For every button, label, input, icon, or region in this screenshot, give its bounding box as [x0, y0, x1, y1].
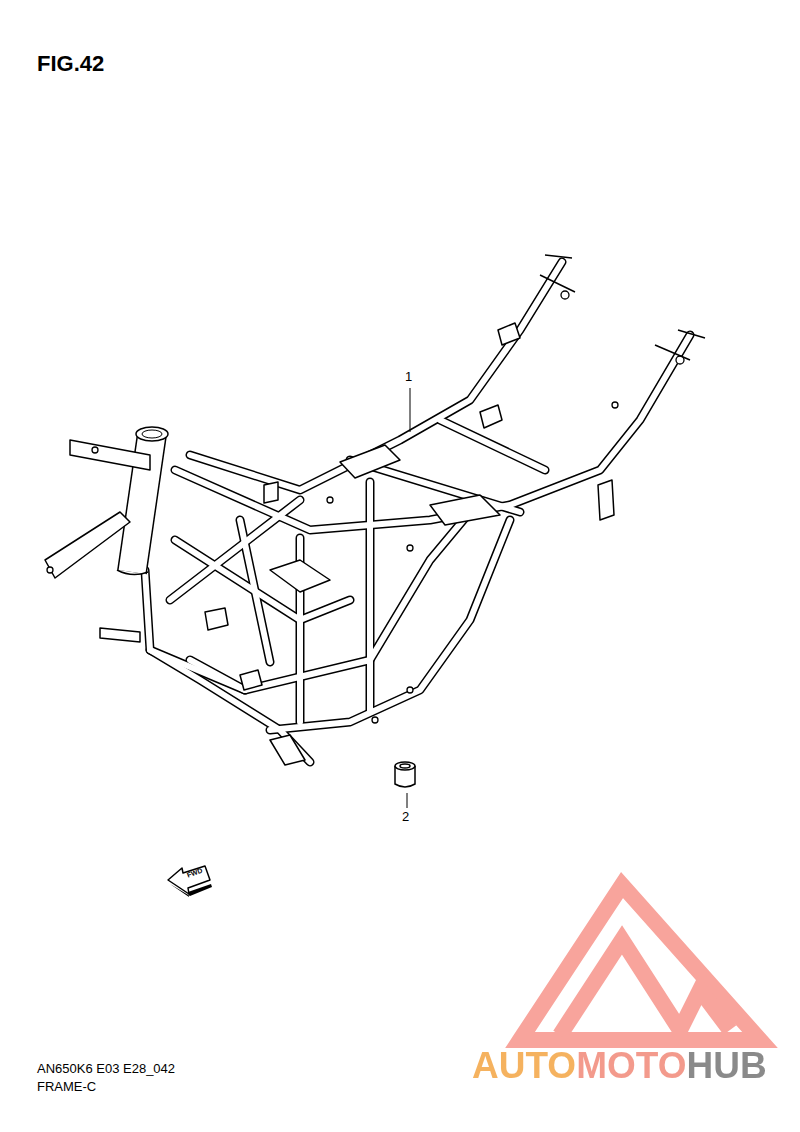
figure-title: FIG.42: [37, 52, 104, 76]
callout-number: 1: [405, 370, 412, 384]
figure-caption: FRAME-C: [37, 1080, 96, 1094]
watermark: AUTOMOTOHUB: [472, 1046, 767, 1087]
drawing-code: AN650K6 E03 E28_042: [37, 1062, 175, 1076]
callout-number: 2: [402, 810, 409, 824]
